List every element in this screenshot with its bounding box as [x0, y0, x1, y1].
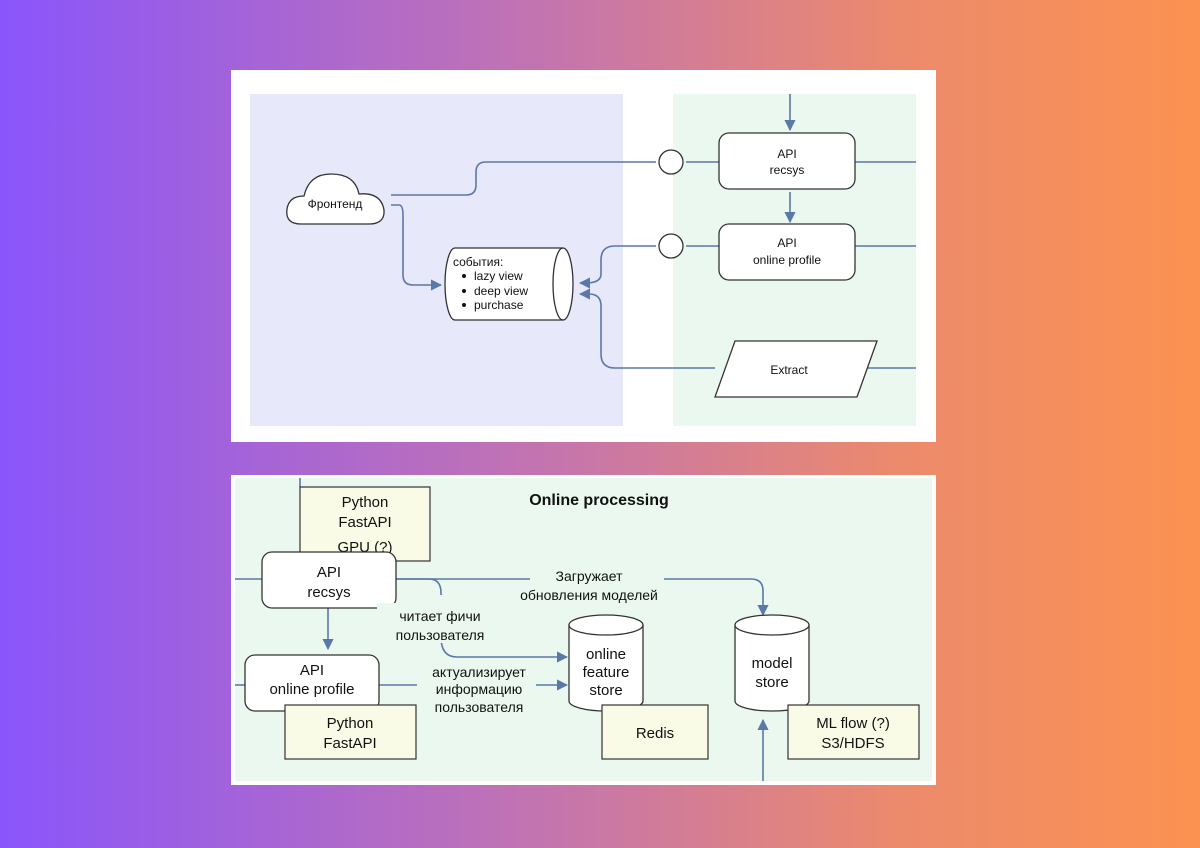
event-bullet: [462, 289, 466, 293]
feature-store-line2: feature: [583, 664, 630, 681]
api-profile-connector-circle: [658, 233, 684, 259]
arrow-loads-model-updates: [664, 578, 769, 617]
event-item-purchase: purchase: [474, 298, 524, 312]
api-recsys-bottom-line1: API: [317, 564, 341, 581]
api-recsys-bottom-line2: recsys: [307, 584, 350, 601]
extract-block: Extract: [714, 340, 878, 398]
feature-store-line1: online: [586, 646, 626, 663]
api-online-profile-box-bottom: API online profile: [244, 654, 380, 712]
mlflow-line1: ML flow (?): [816, 715, 890, 732]
api-profile-line2: online profile: [753, 253, 821, 267]
updates-user-info-label: актуализирует информацию пользователя: [417, 663, 536, 719]
frontend-cloud: Фронтенд: [286, 173, 385, 225]
python-gpu-line1: Python: [342, 494, 389, 511]
updates-info-line3: пользователя: [435, 699, 524, 715]
feature-store-line3: store: [589, 682, 622, 699]
updates-info-line1: актуализирует: [432, 664, 526, 680]
api-profile-bottom-line1: API: [300, 662, 324, 679]
online-processing-panel: Online processing Python FastAPI GPU (?)…: [231, 475, 936, 785]
redis-note: Redis: [601, 704, 709, 760]
api-recsys-line2: recsys: [770, 163, 805, 177]
top-architecture-panel: Фронтенд события: lazy view deep view pu…: [231, 70, 936, 442]
mlflow-note: ML flow (?) S3/HDFS: [787, 704, 920, 760]
extract-label: Extract: [770, 363, 808, 377]
reads-features-line2: пользователя: [396, 627, 485, 643]
python-fastapi-note: Python FastAPI: [284, 704, 417, 760]
top-diagram-svg: Фронтенд события: lazy view deep view pu…: [250, 94, 916, 426]
event-item-deep-view: deep view: [474, 284, 528, 298]
model-store-line1: model: [752, 655, 793, 672]
updates-info-line2: информацию: [436, 681, 522, 697]
loads-updates-line2: обновления моделей: [520, 587, 658, 603]
events-title: события:: [453, 255, 503, 269]
reads-user-features-label: читает фичи пользователя: [377, 603, 503, 643]
arrow-circle-to-events: [578, 245, 656, 289]
events-queue: события: lazy view deep view purchase: [444, 247, 574, 321]
online-processing-title: Online processing: [529, 492, 669, 509]
api-recsys-box-top: API recsys: [718, 132, 856, 190]
model-store: model store: [734, 614, 810, 712]
reads-features-line1: читает фичи: [399, 608, 480, 624]
arrow-reads-user-features: [396, 578, 442, 595]
event-bullet: [462, 303, 466, 307]
event-item-lazy-view: lazy view: [474, 269, 523, 283]
mlflow-line2: S3/HDFS: [821, 735, 884, 752]
python-fastapi-gpu-note: Python FastAPI GPU (?): [299, 486, 431, 562]
api-profile-bottom-line2: online profile: [269, 681, 354, 698]
api-recsys-connector-circle: [658, 149, 684, 175]
api-online-profile-box-top: API online profile: [718, 223, 856, 281]
event-bullet: [462, 274, 466, 278]
online-feature-store: online feature store: [568, 614, 644, 712]
python-line2: FastAPI: [323, 735, 376, 752]
arrow-extract-to-events: [578, 288, 715, 369]
line-frontend-to-api: [391, 161, 656, 196]
python-line1: Python: [327, 715, 374, 732]
bottom-diagram-svg: Online processing Python FastAPI GPU (?)…: [235, 478, 932, 781]
api-recsys-line1: API: [777, 147, 796, 161]
loads-updates-line1: Загружает: [555, 568, 623, 584]
frontend-label: Фронтенд: [308, 197, 363, 211]
model-store-line2: store: [755, 674, 788, 691]
api-profile-line1: API: [777, 236, 796, 250]
arrow-frontend-to-events: [391, 204, 443, 291]
api-recsys-box-bottom: API recsys: [261, 551, 397, 609]
python-gpu-line2: FastAPI: [338, 514, 391, 531]
redis-label: Redis: [636, 725, 674, 742]
loads-model-updates-label: Загружает обновления моделей: [520, 563, 664, 603]
